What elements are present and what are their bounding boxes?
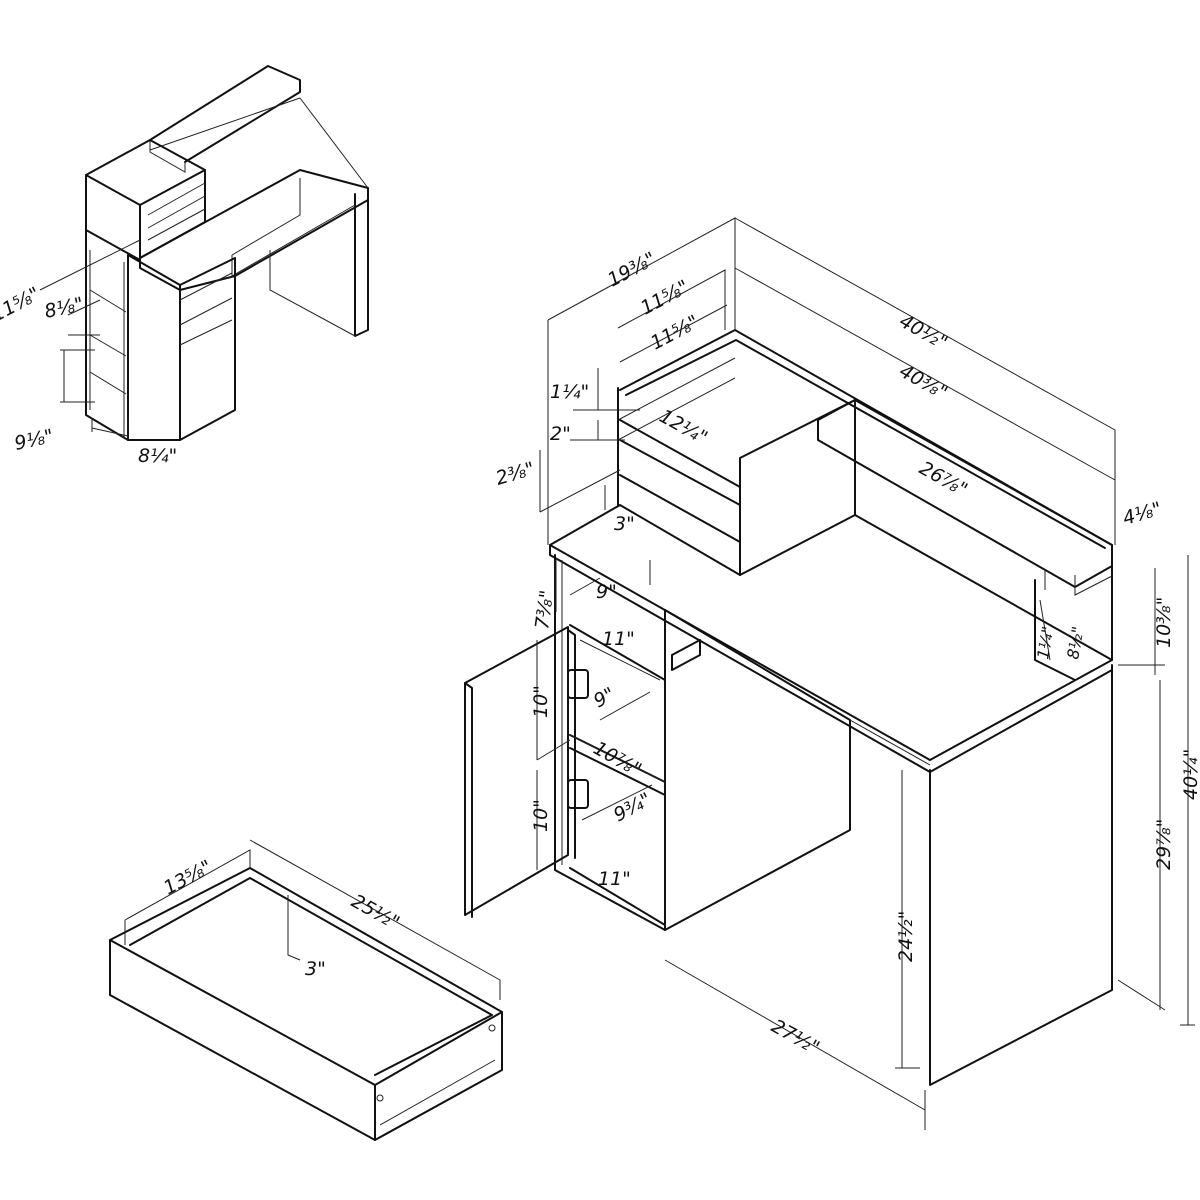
dim-back-panel-height: 4⅛" <box>1120 498 1164 530</box>
dim-cabinet-depth-low: 11" <box>598 868 631 890</box>
small-dim-bottom-width: 8¼" <box>138 445 177 467</box>
dim-cabinet-shelf-height-low: 10" <box>530 799 552 832</box>
small-dim-shelf-height: 8⅛" <box>42 293 85 323</box>
main-desk-drawing: 19⅜" 11⅝" 11⅝" 40½" 40⅜" 1¼" 2" 2⅜" 12¼"… <box>464 217 1200 1130</box>
dim-width-total: 40½" <box>896 310 952 354</box>
dim-shelf-gap-low: 2⅜" <box>493 458 537 490</box>
dim-cabinet-top-gap: 7⅜" <box>531 589 558 631</box>
dim-opening-width: 26⅞" <box>916 457 972 501</box>
dim-cabinet-mid-depth: 10⅞" <box>590 737 646 781</box>
hinge-icon <box>567 669 589 809</box>
dim-knee-height: 24½" <box>895 911 917 962</box>
dim-hutch-height: 10⅜" <box>1153 597 1175 648</box>
small-dim-lower-height: 9⅛" <box>12 425 55 455</box>
dim-desk-height: 29⅞" <box>1153 819 1175 870</box>
dim-cabinet-low-width: 9¾" <box>610 789 655 827</box>
drawer-dim-depth: 13⅝" <box>160 856 216 900</box>
small-overview-desk: 11⅝" 8⅛" 9⅛" 8¼" <box>0 65 369 467</box>
dim-shelf-width: 12¼" <box>656 405 712 449</box>
dim-desk-depth: 27½" <box>768 1015 824 1059</box>
dim-cabinet-shelf-width: 9" <box>590 683 619 712</box>
dim-shelf-gap-mid: 2" <box>550 423 571 445</box>
main-dimension-lines <box>536 217 1195 1130</box>
dim-hutch-depth-inner: 11⅝" <box>647 311 703 355</box>
drawer-drawing: 13⅝" 25½" 3" <box>109 839 503 1141</box>
dim-depth-total: 19⅜" <box>604 248 660 292</box>
dim-width-inner: 40⅜" <box>896 360 952 404</box>
drawer-dim-height: 3" <box>305 958 326 980</box>
dim-cabinet-shelf-height-top: 10" <box>530 685 552 718</box>
dim-small-gap: 1¼" <box>1033 625 1057 661</box>
small-dim-shelf-depth: 11⅝" <box>0 283 44 327</box>
dim-total-height: 40¼" <box>1180 749 1200 800</box>
latch-icon <box>671 639 701 671</box>
dim-small-height: 8½" <box>1063 625 1087 661</box>
dim-shelf-gap-top: 1¼" <box>550 381 589 403</box>
dim-hutch-depth-outer: 11⅝" <box>637 276 693 320</box>
dim-cabinet-top-width: 9" <box>596 581 617 603</box>
dim-cabinet-depth-top: 11" <box>602 628 635 650</box>
dim-shelf-bottom-gap: 3" <box>614 513 635 535</box>
